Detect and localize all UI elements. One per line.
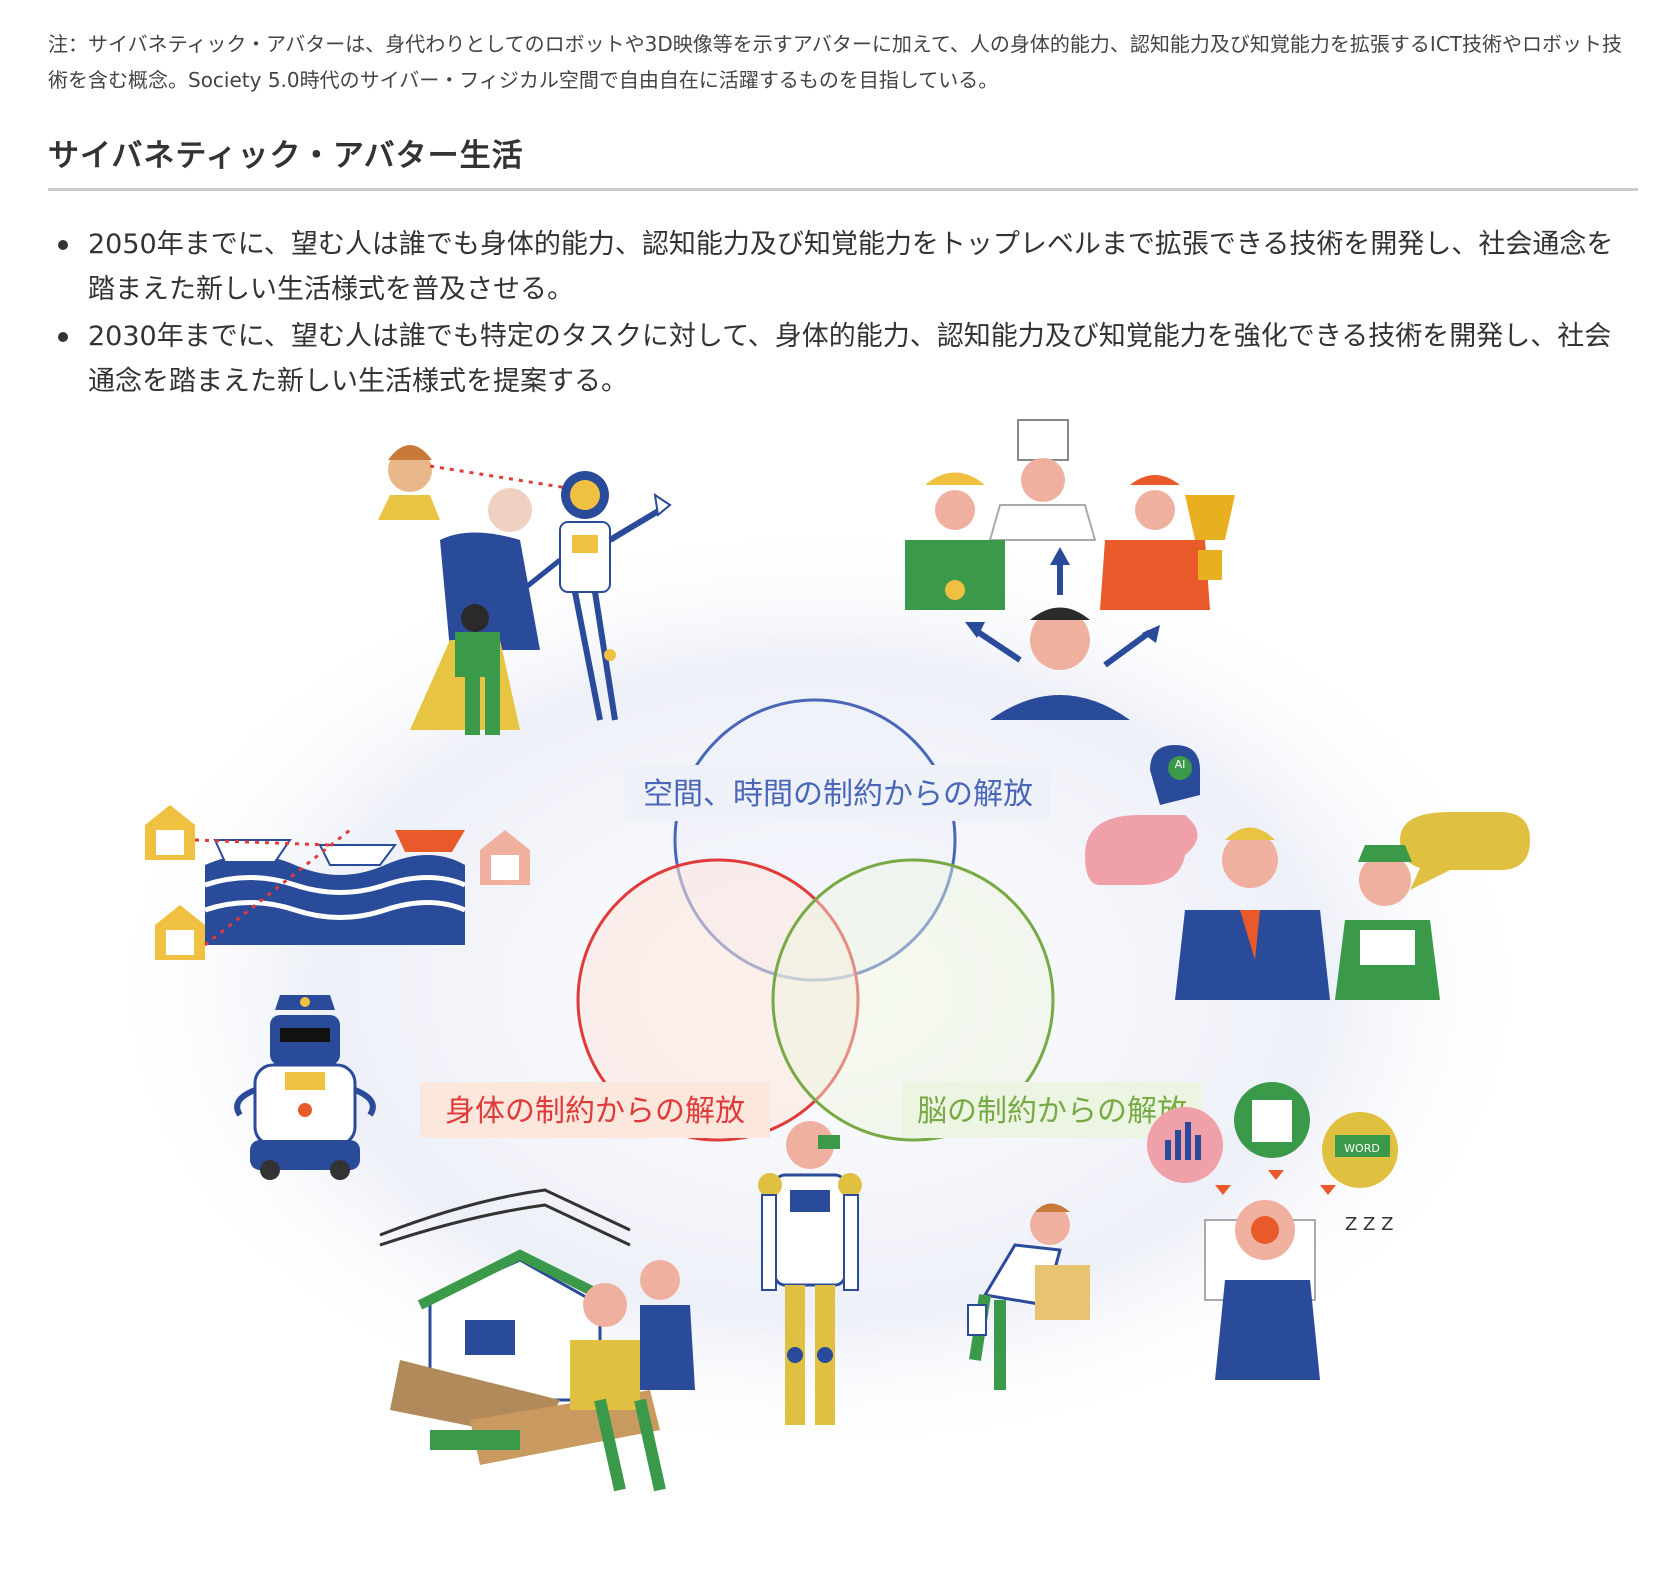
disaster-rescue-illustration bbox=[379, 1188, 695, 1492]
venn-label-body: 身体の制約からの解放 bbox=[445, 1094, 745, 1129]
family-robot-illustration bbox=[378, 445, 672, 735]
venn-circle-brain bbox=[771, 858, 1055, 1142]
goal-text-2050: 2050年までに、望む人は誰でも身体的能力、認知能力及び知覚能力をトップレベルま… bbox=[88, 229, 1614, 305]
section-heading: サイバネティック・アバター生活 bbox=[48, 138, 524, 174]
goal-item-2030: 2030年までに、望む人は誰でも特定のタスクに対して、身体的能力、認知能力及び知… bbox=[48, 314, 1638, 404]
heading-divider bbox=[48, 188, 1638, 191]
goal-item-2050: 2050年までに、望む人は誰でも身体的能力、認知能力及び知覚能力をトップレベルま… bbox=[48, 222, 1638, 312]
assist-suit-illustration bbox=[967, 1203, 1090, 1390]
illustration-svg: 空間、時間の制約からの解放 身体の制約からの解放 脳の制約からの解放 bbox=[100, 419, 1540, 1492]
venn-circle-body bbox=[576, 858, 860, 1142]
exoskeleton-robot-illustration bbox=[758, 1121, 862, 1425]
venn-label-brain: 脳の制約からの解放 bbox=[917, 1094, 1187, 1129]
footnote: 注：サイバネティック・アバターは、身代わりとしてのロボットや3D映像等を示すアバ… bbox=[48, 32, 1623, 92]
label-bg-body bbox=[420, 1082, 770, 1138]
ai-badge: AI bbox=[1175, 758, 1186, 771]
venn-label-space-time: 空間、時間の制約からの解放 bbox=[643, 777, 1033, 812]
label-bg-space-time bbox=[625, 765, 1050, 821]
bullet-dot bbox=[58, 332, 68, 342]
word-badge: WORD bbox=[1344, 1142, 1380, 1155]
sleep-zzz: Z Z Z bbox=[1345, 1214, 1393, 1235]
bullet-dot bbox=[58, 240, 68, 250]
cognitive-augmentation-illustration: WORD Z Z Z bbox=[1147, 1082, 1398, 1380]
cybernetic-avatar-illustration: 空間、時間の制約からの解放 身体の制約からの解放 脳の制約からの解放 bbox=[0, 400, 1655, 1579]
ai-translation-illustration: AI bbox=[1085, 745, 1530, 1000]
security-robot-illustration bbox=[234, 995, 376, 1180]
remote-fishing-illustration bbox=[145, 805, 530, 960]
goal-list: 2050年までに、望む人は誰でも身体的能力、認知能力及び知覚能力をトップレベルま… bbox=[48, 222, 1638, 406]
goal-text-2030: 2030年までに、望む人は誰でも特定のタスクに対して、身体的能力、認知能力及び知… bbox=[88, 321, 1612, 397]
skill-expansion-illustration bbox=[905, 419, 1235, 720]
